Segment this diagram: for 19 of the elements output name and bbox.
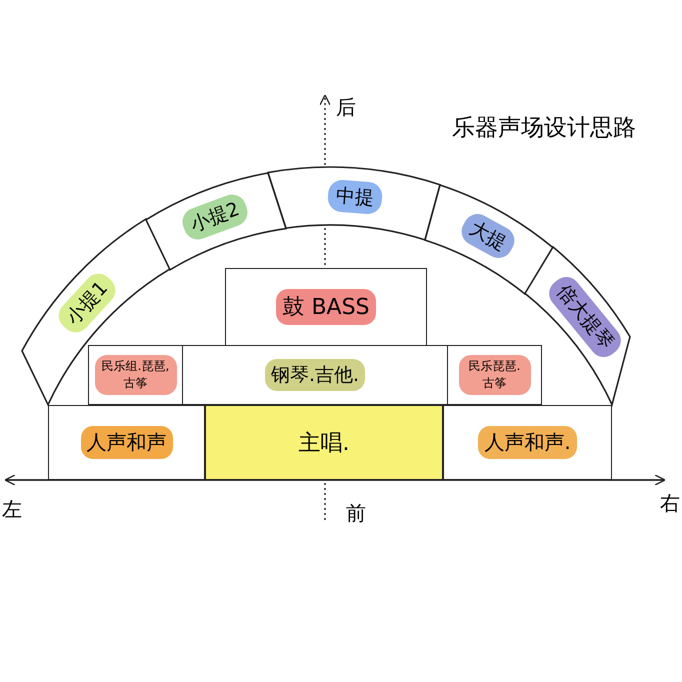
axis-label: 左 [2,496,22,523]
section-box [88,345,183,405]
axis-label: 后 [336,94,356,121]
section-label: 人声和声 [80,426,172,459]
section-label: 人声和声. [478,426,577,459]
section-label: 鼓 BASS [276,289,376,325]
section-label: 钢琴.吉他. [264,359,366,391]
section-box [205,405,443,480]
section-box [225,268,427,346]
section-box [48,405,205,480]
section-box [443,405,612,480]
section-box [182,345,448,405]
axis-label: 右 [660,490,680,517]
section-label: 民乐组.琵琶,古筝 [94,355,176,395]
section-box [447,345,542,405]
axis-label: 前 [346,500,366,527]
title: 乐器声场设计思路 [452,114,636,143]
section-label: 民乐琵琶.古筝 [458,355,530,395]
section-label: 主唱. [298,430,350,458]
